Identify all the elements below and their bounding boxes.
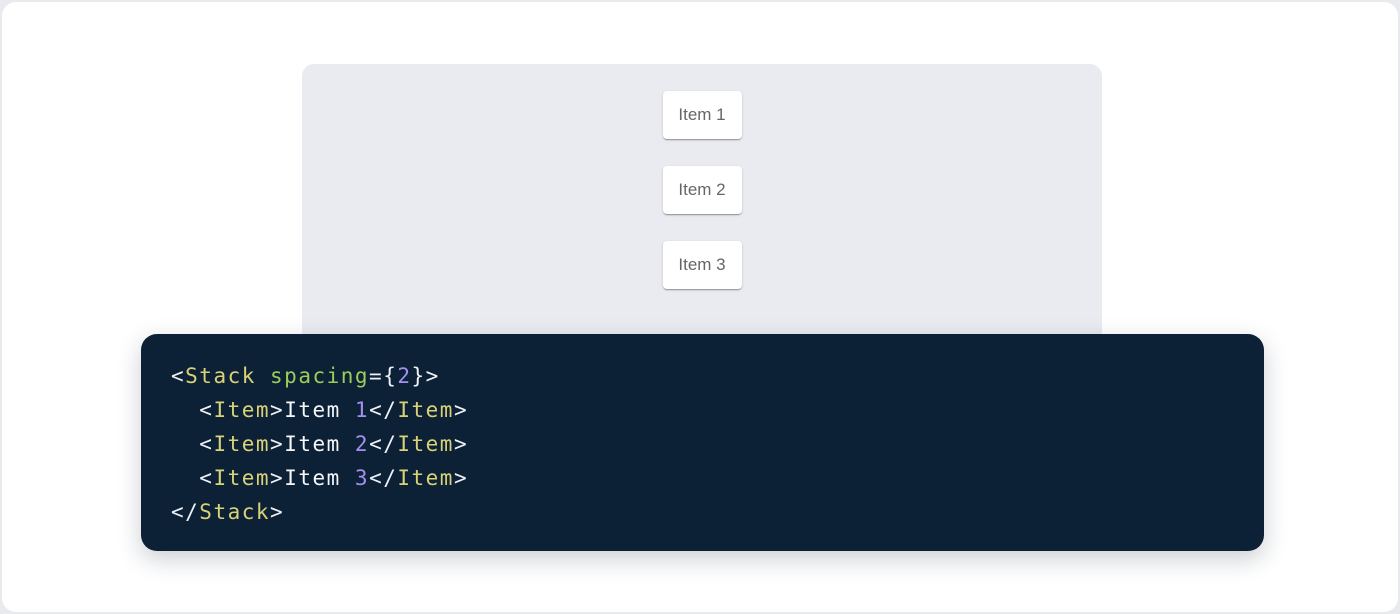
code-token-plain bbox=[256, 364, 270, 388]
code-token-punctuation: </ bbox=[369, 398, 397, 422]
code-block: <Stack spacing={2}> <Item>Item 1</Item> … bbox=[141, 334, 1264, 551]
code-token-number: 2 bbox=[397, 364, 411, 388]
code-token-plain: Item bbox=[284, 432, 355, 456]
code-line: <Item>Item 2</Item> bbox=[171, 427, 1234, 461]
code-token-tag: Item bbox=[397, 466, 454, 490]
code-token-number: 3 bbox=[355, 466, 369, 490]
code-token-punctuation: }> bbox=[412, 364, 440, 388]
stack-item-card: Item 1 bbox=[663, 91, 742, 139]
code-token-tag: Stack bbox=[199, 500, 270, 524]
code-token-punctuation: > bbox=[454, 432, 468, 456]
code-token-punctuation: > bbox=[270, 432, 284, 456]
code-token-number: 2 bbox=[355, 432, 369, 456]
code-token-punctuation: > bbox=[454, 398, 468, 422]
code-token-tag: Item bbox=[397, 398, 454, 422]
code-token-tag: Item bbox=[213, 432, 270, 456]
code-token-punctuation: < bbox=[171, 364, 185, 388]
code-token-plain bbox=[171, 432, 199, 456]
code-token-punctuation: < bbox=[199, 466, 213, 490]
code-token-punctuation: > bbox=[454, 466, 468, 490]
stack-demo: Item 1 Item 2 Item 3 bbox=[302, 64, 1102, 289]
code-token-tag: Item bbox=[213, 398, 270, 422]
code-line: </Stack> bbox=[171, 495, 1234, 529]
code-token-punctuation: </ bbox=[369, 466, 397, 490]
code-token-attr-name: spacing bbox=[270, 364, 369, 388]
code-line: <Item>Item 3</Item> bbox=[171, 461, 1234, 495]
stack-item-card: Item 3 bbox=[663, 241, 742, 289]
demo-preview-panel: Item 1 Item 2 Item 3 bbox=[302, 64, 1102, 344]
code-token-plain: Item bbox=[284, 398, 355, 422]
code-token-punctuation: ={ bbox=[369, 364, 397, 388]
code-content: <Stack spacing={2}> <Item>Item 1</Item> … bbox=[171, 359, 1234, 529]
code-token-punctuation: > bbox=[270, 500, 284, 524]
code-line: <Item>Item 1</Item> bbox=[171, 393, 1234, 427]
code-token-plain bbox=[171, 398, 199, 422]
code-token-punctuation: > bbox=[270, 398, 284, 422]
code-token-plain: Item bbox=[284, 466, 355, 490]
code-token-plain bbox=[171, 466, 199, 490]
code-token-punctuation: < bbox=[199, 398, 213, 422]
code-token-tag: Item bbox=[213, 466, 270, 490]
code-token-tag: Item bbox=[397, 432, 454, 456]
stack-item-card: Item 2 bbox=[663, 166, 742, 214]
code-token-punctuation: </ bbox=[369, 432, 397, 456]
code-token-punctuation: < bbox=[199, 432, 213, 456]
code-pre: <Stack spacing={2}> <Item>Item 1</Item> … bbox=[171, 359, 1234, 529]
code-token-punctuation: > bbox=[270, 466, 284, 490]
code-token-punctuation: </ bbox=[171, 500, 199, 524]
code-token-number: 1 bbox=[355, 398, 369, 422]
code-token-tag: Stack bbox=[185, 364, 256, 388]
code-line: <Stack spacing={2}> bbox=[171, 359, 1234, 393]
